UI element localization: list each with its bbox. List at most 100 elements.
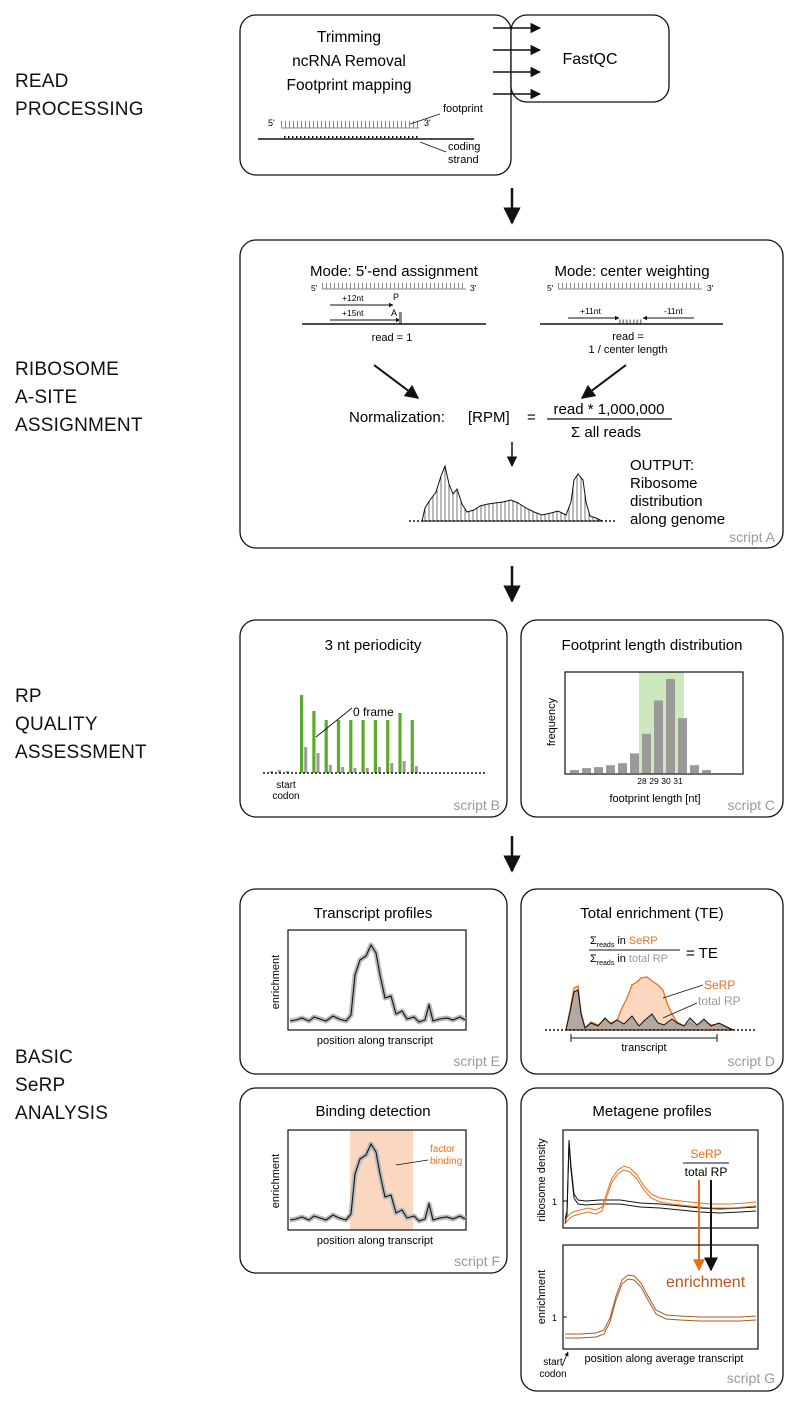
frame0-bar — [386, 720, 390, 773]
other-frame-bar — [328, 765, 332, 773]
svg-text:Ribosome: Ribosome — [630, 475, 698, 492]
periodicity-bars — [270, 695, 418, 773]
offset-minus-11nt: -11nt — [664, 306, 683, 316]
length-bar — [570, 770, 579, 773]
frame0-bar — [410, 720, 414, 773]
length-bar — [666, 678, 675, 773]
other-frame-bar — [316, 753, 320, 773]
length-bar — [582, 768, 591, 773]
transcript-profile-line — [289, 943, 466, 1023]
top-tick-1: 1 — [552, 1197, 557, 1207]
te-equals: = TE — [686, 945, 718, 962]
offset-12nt: +12nt — [342, 293, 364, 303]
section-basic-serp-analysis: BASIC SeRP ANALYSIS — [15, 1047, 109, 1124]
bottom-tick-1: 1 — [552, 1313, 557, 1323]
read-processing-panel: FastQC Trimming ncRNA Removal Footprint … — [239, 14, 670, 176]
binding-label: binding — [430, 1156, 462, 1167]
periodicity-title: 3 nt periodicity — [325, 637, 422, 654]
p-site-label: P — [393, 292, 399, 302]
enrichment-axis-label: enrichment — [270, 955, 282, 1009]
te-title: Total enrichment (TE) — [580, 905, 723, 922]
periodicity-panel: 3 nt periodicity 0 frame start codon scr… — [239, 619, 508, 818]
footprint-length-bars — [570, 678, 711, 773]
binding-detection-panel: Binding detection factor binding enrichm… — [239, 1087, 508, 1274]
frame0-bar — [336, 720, 341, 773]
length-bar — [594, 767, 603, 773]
metagene-enrichment-axis-label: enrichment — [536, 1270, 548, 1324]
factor-label: factor — [430, 1144, 456, 1155]
pre-start-bar — [270, 771, 273, 773]
one-over-center-length: 1 / center length — [589, 344, 668, 356]
length-bar — [678, 718, 687, 773]
length-bar — [606, 765, 615, 773]
script-g-label: script G — [727, 1370, 775, 1386]
rpm-numerator: read * 1,000,000 — [554, 401, 665, 418]
mode-center-title: Mode: center weighting — [554, 263, 709, 280]
footprint-length-panel: Footprint length distribution frequency … — [520, 619, 784, 818]
binding-position-axis-label: position along transcript — [317, 1235, 433, 1247]
tick-29: 29 — [649, 776, 659, 786]
pre-start-bar — [286, 771, 289, 773]
start-label: start — [276, 780, 296, 791]
frequency-axis-label: frequency — [546, 697, 558, 746]
metagene-codon-label: codon — [539, 1369, 566, 1380]
length-bar — [618, 763, 627, 773]
rpm-denominator: Σ all reads — [571, 424, 641, 441]
script-d-label: script D — [728, 1053, 775, 1069]
length-bar — [630, 753, 639, 773]
frame0-bar — [361, 720, 365, 773]
transcript-profiles-title: Transcript profiles — [314, 905, 433, 922]
ribosome-density-axis-label: ribosome density — [536, 1138, 548, 1222]
read-equals: read = — [612, 331, 644, 343]
svg-text:3': 3' — [470, 283, 477, 293]
tick-31: 31 — [673, 776, 683, 786]
script-b-label: script B — [453, 797, 500, 813]
codon-label: codon — [272, 791, 299, 802]
length-bar — [642, 733, 651, 773]
transcript-axis-label: transcript — [621, 1042, 666, 1054]
other-frame-bar — [414, 766, 418, 773]
transcript-profiles-panel: Transcript profiles enrichment position … — [239, 888, 508, 1075]
script-e-label: script E — [453, 1053, 500, 1069]
fastqc-box — [510, 14, 670, 103]
frame0-bar — [300, 695, 304, 773]
step-trimming: Trimming — [317, 29, 381, 46]
coding-label: coding — [448, 141, 480, 153]
enrichment-result-label: enrichment — [666, 1274, 746, 1291]
svg-text:5': 5' — [311, 283, 318, 293]
fastqc-label: FastQC — [562, 51, 617, 68]
rpm-label: [RPM] — [468, 409, 510, 426]
offset-plus-11nt: +11nt — [580, 306, 602, 316]
svg-text:distribution: distribution — [630, 493, 703, 510]
a-site-label: A — [391, 308, 397, 318]
strand-label: strand — [448, 154, 479, 166]
svg-text:5': 5' — [547, 283, 554, 293]
asite-panel: Mode: 5'-end assignment Mode: center wei… — [239, 239, 784, 549]
five-prime-label: 5' — [268, 118, 275, 128]
other-frame-bar — [304, 747, 308, 773]
ribosome-distribution-plot — [409, 464, 615, 522]
three-prime-label: 3' — [424, 118, 431, 128]
position-axis-label: position along transcript — [317, 1035, 433, 1047]
length-bar — [654, 700, 663, 773]
length-bar — [702, 770, 711, 773]
script-a-label: script A — [729, 529, 776, 545]
frame0-bar — [398, 713, 402, 773]
script-f-label: script F — [454, 1253, 500, 1269]
tick-28: 28 — [637, 776, 647, 786]
script-c-label: script C — [728, 797, 775, 813]
output-label: OUTPUT: — [630, 457, 694, 474]
section-asite-assignment: RIBOSOME A-SITE ASSIGNMENT — [15, 359, 143, 436]
total-rp-legend: total RP — [698, 994, 741, 1008]
footprint-label: footprint — [443, 103, 483, 115]
other-frame-bar — [353, 768, 357, 773]
svg-text:along genome: along genome — [630, 511, 725, 528]
frame0-bar — [373, 720, 377, 773]
frame0-bar — [324, 720, 328, 773]
footprint-length-title: Footprint length distribution — [562, 637, 743, 654]
tick-30: 30 — [661, 776, 671, 786]
